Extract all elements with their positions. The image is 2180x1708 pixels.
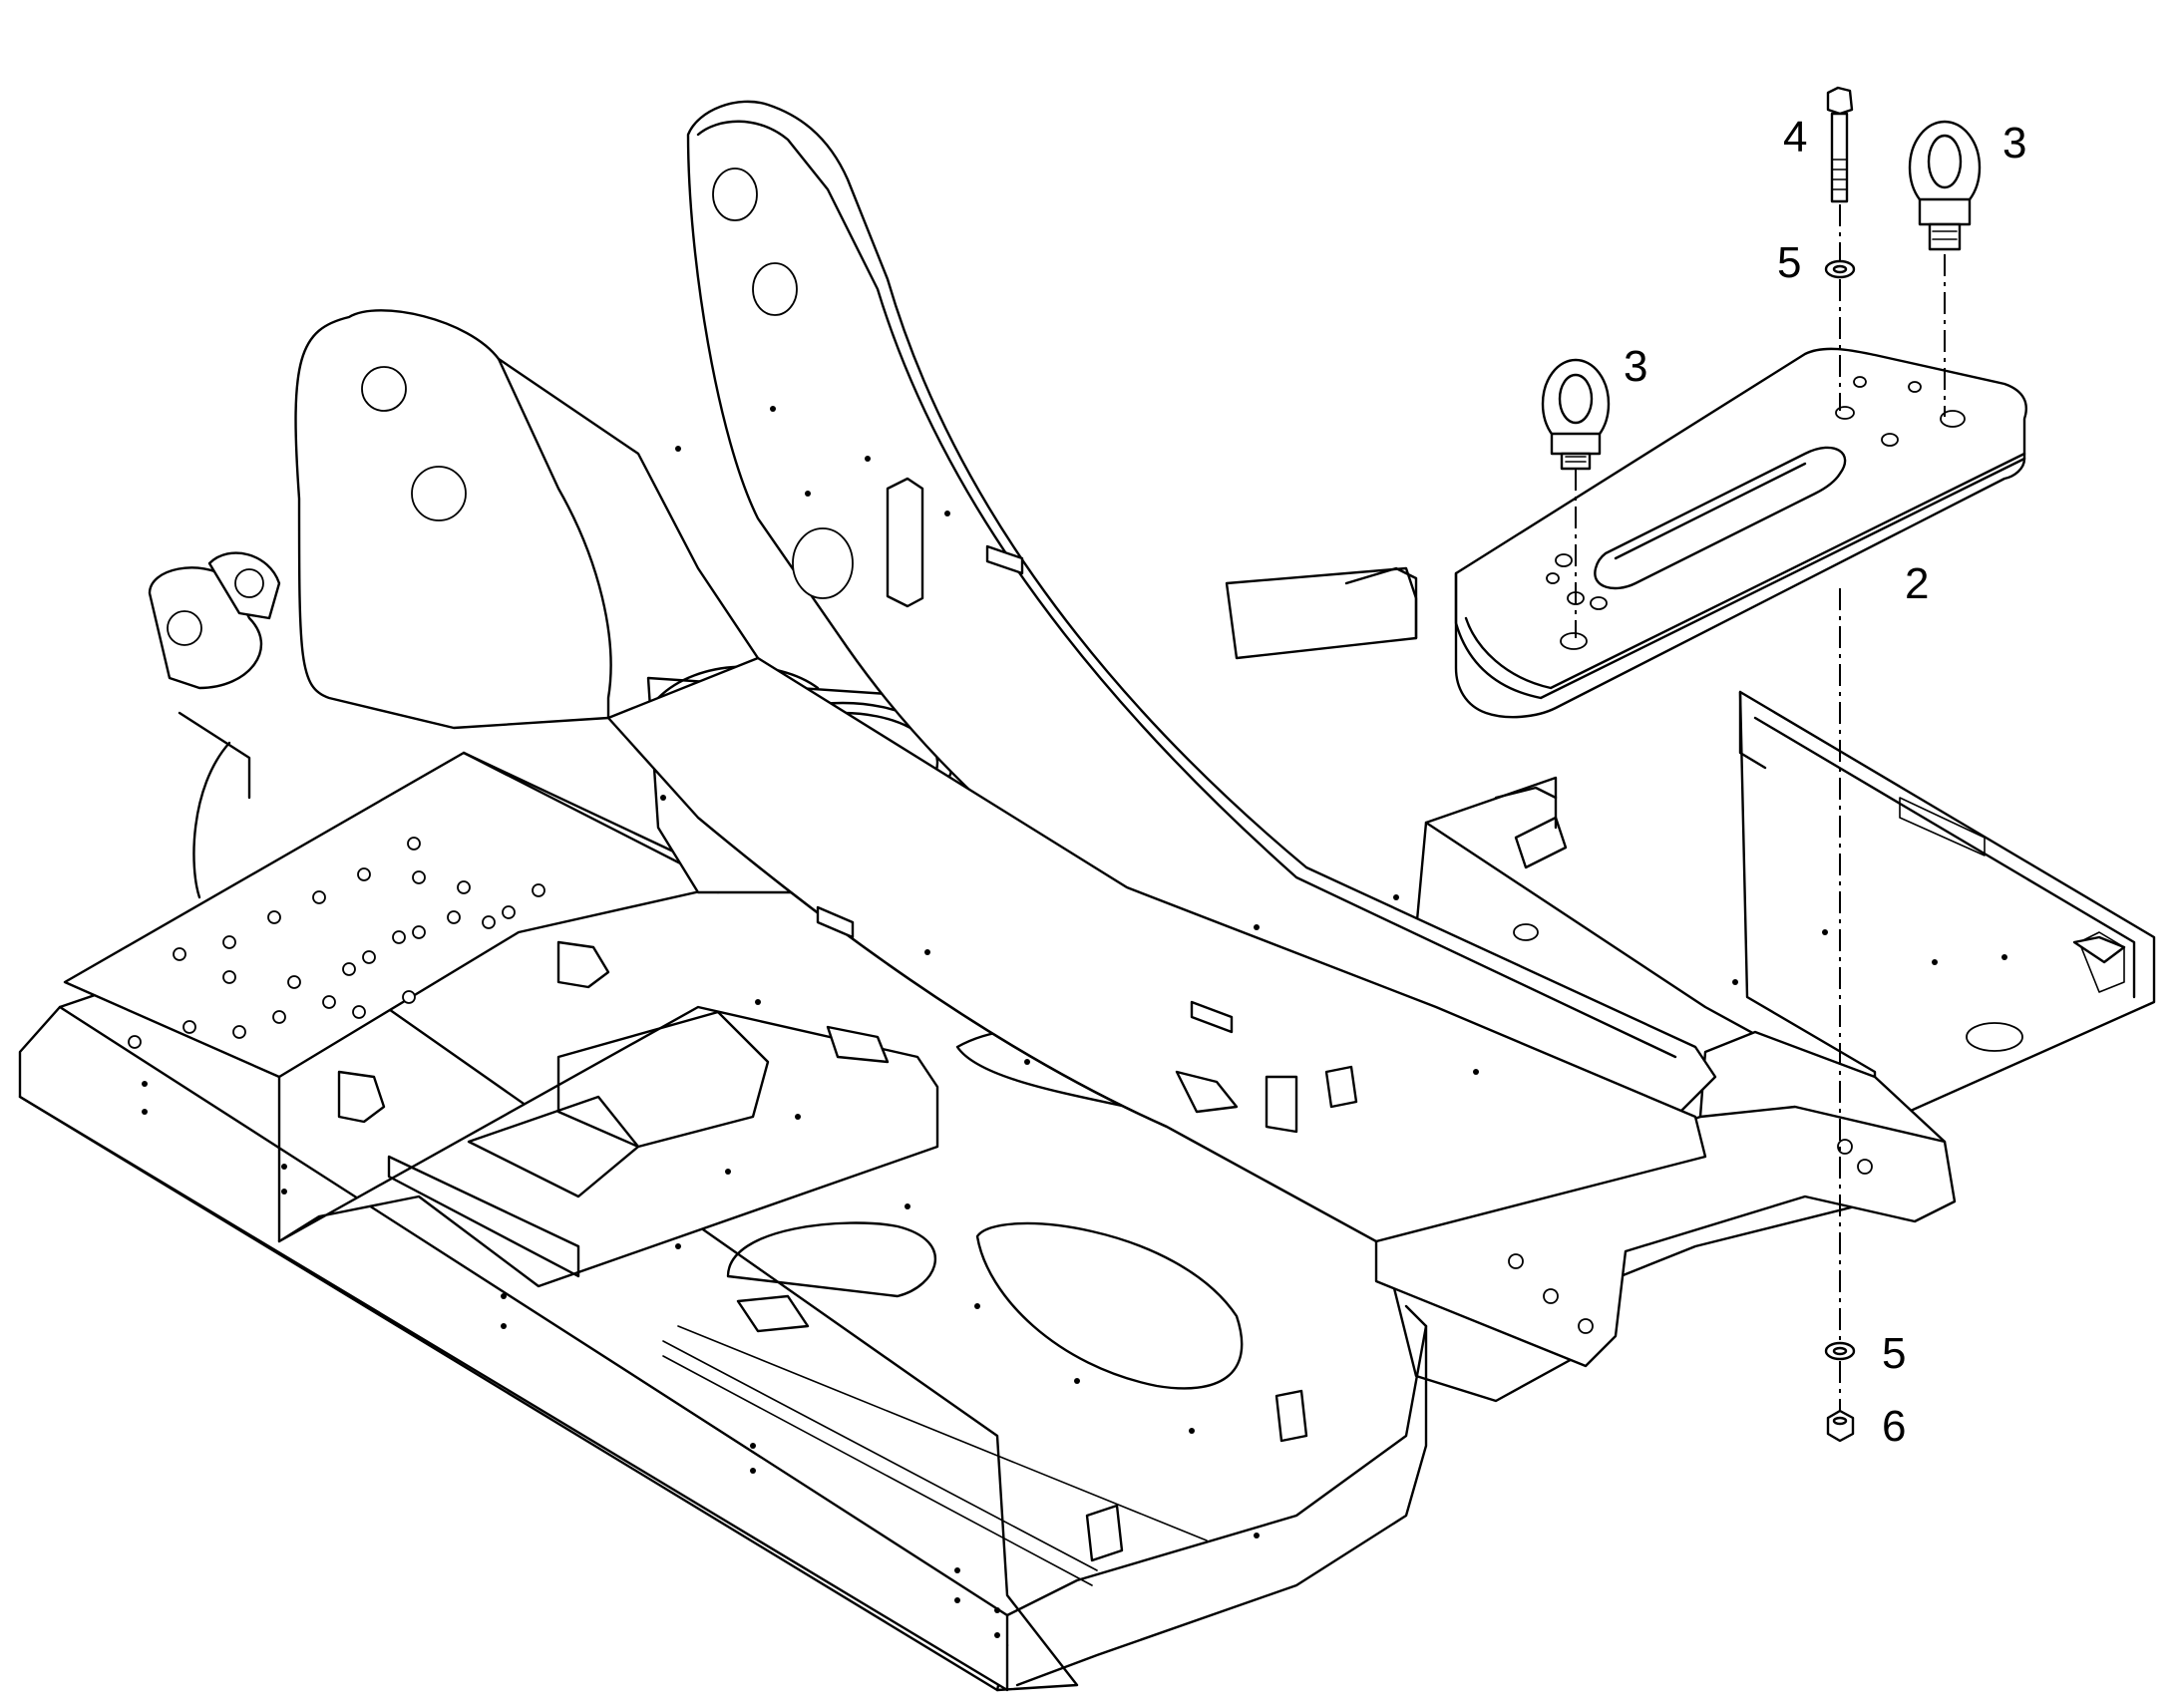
callout-6: 6	[1882, 1402, 1906, 1451]
hex-nut-item-6	[1826, 1409, 1855, 1443]
callout-5-top: 5	[1777, 238, 1801, 287]
washer-item-5-bottom	[1824, 1341, 1856, 1361]
hex-bolt-item-4	[1826, 86, 1854, 203]
frame-rivets	[142, 406, 2007, 1638]
callout-5-bottom: 5	[1882, 1329, 1906, 1378]
callout-2: 2	[1905, 559, 1929, 608]
left-plate-holes	[128, 837, 545, 1049]
assembly-center-lines	[1575, 204, 1946, 1411]
main-frame	[18, 100, 2156, 1692]
washer-item-5-top	[1824, 259, 1856, 279]
callout-3-left: 3	[1624, 342, 1647, 391]
eye-bolt-item-3-left	[1541, 358, 1611, 471]
callout-4: 4	[1783, 113, 1807, 162]
callout-3-right: 3	[2002, 119, 2026, 168]
eye-bolt-item-3-right	[1908, 120, 1982, 251]
mounting-plate-item-2	[1454, 347, 2027, 719]
